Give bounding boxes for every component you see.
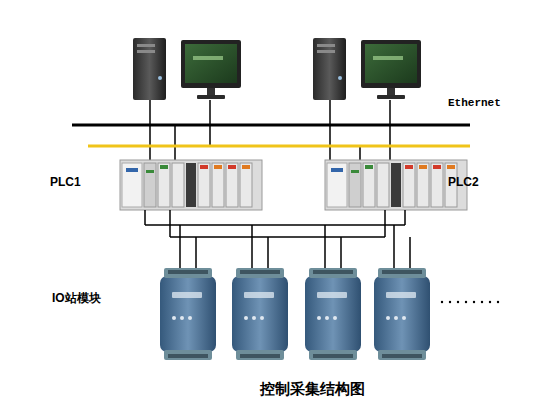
- caption: 控制采集结构图: [260, 381, 365, 398]
- device-label: PLC1: [50, 176, 81, 189]
- network-label: Ethernet: [448, 97, 501, 109]
- device-label: PLC2: [448, 176, 479, 189]
- group-label: IO站模块: [52, 292, 101, 305]
